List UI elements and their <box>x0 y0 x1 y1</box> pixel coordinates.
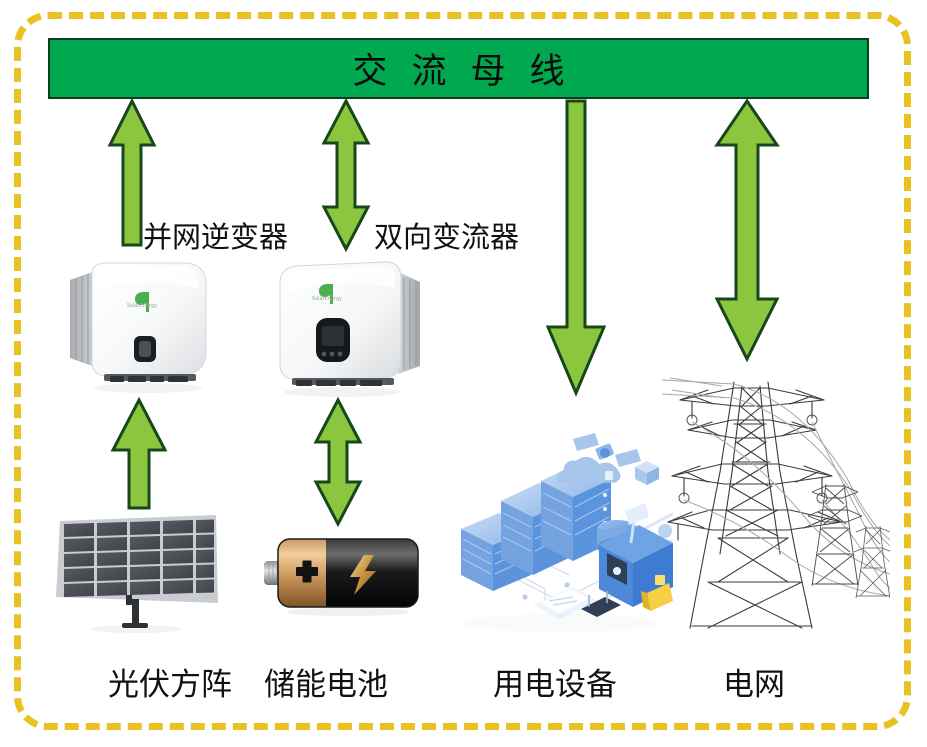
label-bidirectional-converter: 双向变流器 <box>374 220 520 254</box>
arrow-bus-to-converter <box>321 97 371 253</box>
label-grid-tied-inverter: 并网逆变器 <box>143 220 289 254</box>
arrow-battery-to-converter <box>313 396 363 528</box>
device-pv-array <box>44 495 230 633</box>
arrow-bus-to-inverter <box>107 97 157 247</box>
label-load-equipment: 用电设备 <box>493 667 617 703</box>
arrow-bus-to-load <box>545 99 607 397</box>
label-utility-grid: 电网 <box>723 667 785 703</box>
ac-bus-bar-label: 交流母线 <box>352 52 589 92</box>
device-bidirectional-converter: SolarEnergy <box>262 256 432 400</box>
svg-text:SolarEnergy: SolarEnergy <box>312 296 342 302</box>
svg-text:SolarEnergy: SolarEnergy <box>127 303 157 309</box>
device-grid-tied-inverter: SolarEnergy <box>58 258 218 398</box>
device-load-equipment <box>449 425 673 637</box>
arrow-bus-to-grid <box>714 98 780 363</box>
arrow-pv-to-inverter <box>110 396 168 510</box>
ac-bus-bar: 交流母线 <box>48 38 869 99</box>
device-battery <box>258 527 426 619</box>
label-battery-storage: 储能电池 <box>264 667 388 703</box>
label-pv-array: 光伏方阵 <box>108 667 232 703</box>
device-transmission-tower <box>662 372 890 634</box>
